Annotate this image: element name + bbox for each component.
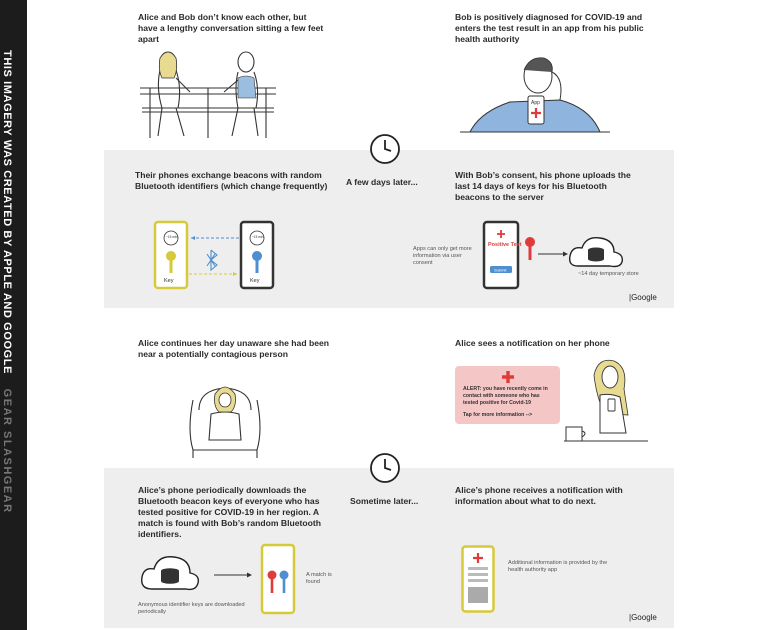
panel-7-caption: Alice’s phone periodically downloads the… bbox=[138, 485, 322, 539]
google-wordmark: Google bbox=[631, 613, 657, 622]
beacon-exchange-illustration: ~15 min ~15 min Key Key bbox=[153, 220, 275, 290]
download-note: Anonymous identifier keys are downloaded… bbox=[138, 602, 245, 615]
consent-note: Apps can only get more information via u… bbox=[413, 246, 472, 266]
brand-row-2: |Google bbox=[629, 293, 657, 302]
key-icon bbox=[252, 251, 262, 273]
bluetooth-icon bbox=[206, 249, 218, 272]
store-note: ~14 day temporary store bbox=[578, 271, 639, 277]
transition-sometime-later: Sometime later... bbox=[350, 496, 419, 506]
alice-time: ~15 min bbox=[166, 235, 178, 239]
clock-icon bbox=[370, 453, 400, 483]
alert-text: ALERT: you have recently come in contact… bbox=[463, 386, 548, 406]
alert-notification-card: ALERT: you have recently come in contact… bbox=[455, 366, 560, 424]
panel-2-caption: Bob is positively diagnosed for COVID-19… bbox=[455, 12, 644, 44]
key-icon bbox=[166, 251, 176, 273]
transition-few-days: A few days later... bbox=[346, 177, 418, 187]
alice-key-label: Key bbox=[164, 278, 174, 284]
clock-icon bbox=[370, 134, 400, 164]
upload-illustration: Positive Test Submit bbox=[482, 220, 624, 290]
key-icon bbox=[267, 570, 277, 593]
panel-6-caption: Alice sees a notification on her phone bbox=[455, 338, 610, 348]
red-cross-icon bbox=[473, 553, 483, 563]
panel-1-caption: Alice and Bob don’t know each other, but… bbox=[138, 12, 324, 44]
cloud-database-icon bbox=[141, 556, 200, 591]
bob-app-label: App bbox=[531, 100, 540, 106]
alert-tap-link: Tap for more information --> bbox=[463, 412, 533, 418]
cloud-database-icon bbox=[568, 237, 624, 268]
watermark-site: GEAR SLASHGEAR bbox=[1, 388, 13, 514]
brand-separator: | bbox=[629, 293, 632, 302]
panel-8-caption: Alice’s phone receives a notification wi… bbox=[455, 485, 623, 506]
positive-test-label: Positive Test bbox=[488, 242, 522, 248]
red-cross-icon bbox=[502, 371, 514, 383]
additional-info-note: Additional information is provided by th… bbox=[508, 560, 608, 573]
panel-3-caption: Their phones exchange beacons with rando… bbox=[135, 170, 328, 191]
panel-4-caption: With Bob’s consent, his phone uploads th… bbox=[455, 170, 631, 202]
info-phone-illustration bbox=[461, 545, 495, 613]
watermark-strip: THIS IMAGERY WAS CREATED BY APPLE AND GO… bbox=[0, 0, 27, 630]
submit-label: Submit bbox=[494, 268, 507, 273]
watermark-credit: THIS IMAGERY WAS CREATED BY APPLE AND GO… bbox=[1, 50, 13, 375]
brand-row-4: |Google bbox=[629, 613, 657, 622]
google-wordmark: Google bbox=[631, 293, 657, 302]
download-illustration bbox=[141, 543, 296, 615]
band-row-2 bbox=[104, 150, 674, 308]
watermark-text: THIS IMAGERY WAS CREATED BY APPLE AND GO… bbox=[1, 50, 13, 514]
match-note: A match is found bbox=[306, 572, 332, 585]
bob-time: ~15 min bbox=[252, 235, 264, 239]
red-cross-icon bbox=[497, 230, 505, 238]
bench-illustration bbox=[140, 51, 276, 138]
key-icon bbox=[525, 237, 535, 260]
key-icon bbox=[279, 570, 289, 593]
alice-armchair-illustration bbox=[189, 386, 261, 458]
bob-phone-illustration: App bbox=[460, 57, 610, 133]
band-row-4 bbox=[104, 468, 674, 628]
brand-separator: | bbox=[629, 613, 632, 622]
alice-phone-illustration bbox=[564, 359, 648, 442]
bob-key-label: Key bbox=[250, 278, 260, 284]
panel-5-caption: Alice continues her day unaware she had … bbox=[138, 338, 330, 359]
